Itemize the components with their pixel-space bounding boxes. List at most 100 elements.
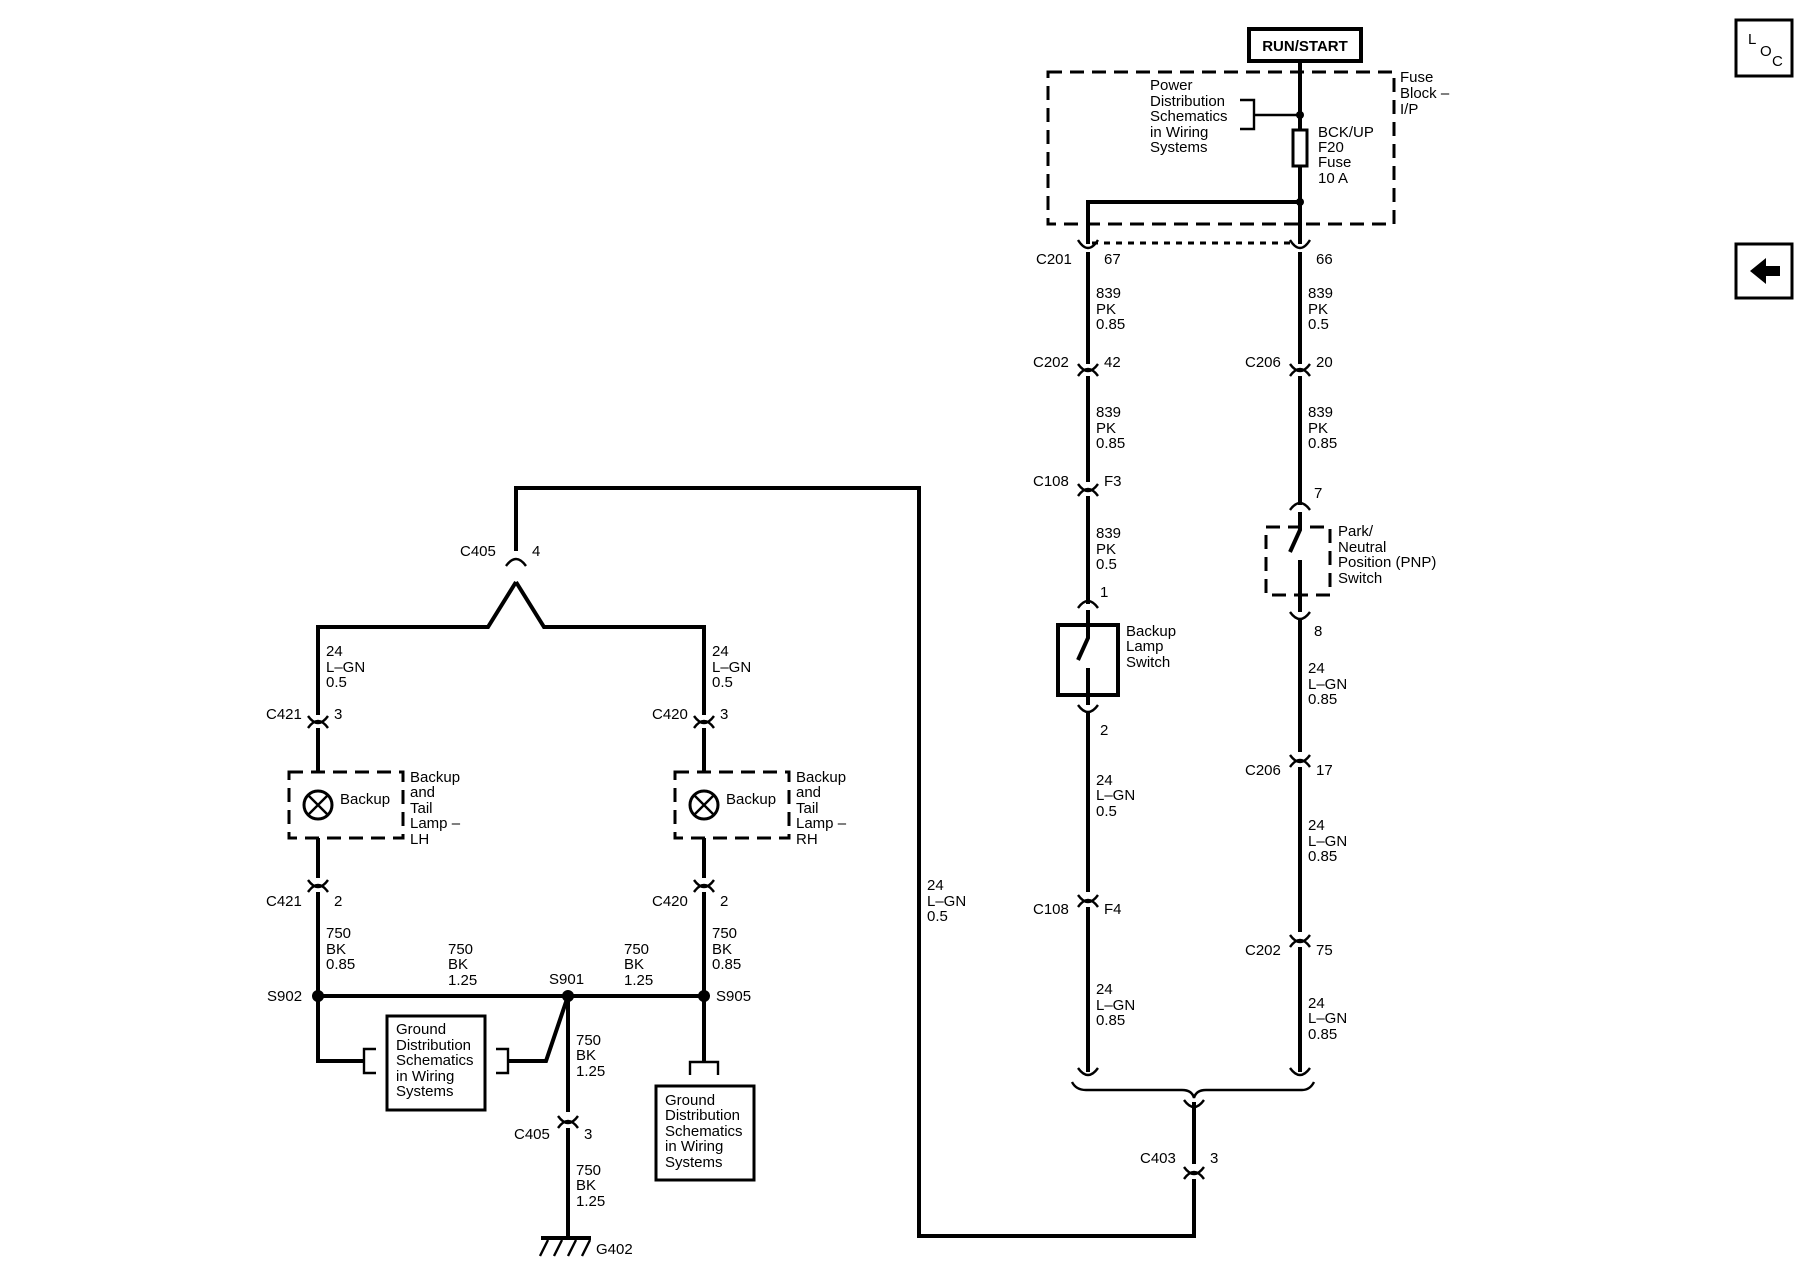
connector-c421-bottom	[307, 879, 329, 893]
c405-bottom-label: C405	[514, 1126, 550, 1143]
wire-24-lgn-05-a: 24 L–GN 0.5	[1096, 772, 1139, 820]
backup-switch-pin-1: 1	[1100, 584, 1108, 601]
wire-24-lgn-085-b: 24 L–GN 0.85	[1308, 817, 1351, 865]
ground-distribution-b	[654, 1084, 756, 1182]
wire-24-lgn-05-lh: 24 L–GN 0.5	[326, 643, 369, 691]
wire-24-lgn-085-d: 24 L–GN 0.85	[1308, 995, 1351, 1043]
c421-bottom-label: C421	[266, 893, 302, 910]
connector-c206-top	[1289, 363, 1311, 377]
c405-top-label: C405	[460, 543, 496, 560]
wire-839-pk-05: 839 PK 0.5	[1308, 285, 1337, 333]
connector-c108-bottom	[1077, 894, 1099, 908]
fuse-block-ip	[1046, 70, 1396, 226]
c108-top-pin: F3	[1104, 473, 1122, 490]
c403-label: C403	[1140, 1150, 1176, 1167]
lamp-lh	[287, 770, 405, 840]
fuse-block-title: Fuse Block – I/P	[1400, 69, 1453, 118]
c405-top-pin: 4	[532, 543, 540, 560]
c206-bottom-label: C206	[1245, 762, 1281, 779]
loc-button[interactable]: L O C	[1734, 18, 1794, 78]
c206-top-label: C206	[1245, 354, 1281, 371]
wire-24-lgn-085-c: 24 L–GN 0.85	[1096, 981, 1139, 1029]
c206-top-pin: 20	[1316, 354, 1333, 371]
connector-c421-top	[307, 715, 329, 729]
connector-c108-top	[1077, 483, 1099, 497]
c421-top-pin: 3	[334, 706, 342, 723]
pnp-switch	[1264, 512, 1332, 612]
c403-pin: 3	[1210, 1150, 1218, 1167]
pnp-pin-8: 8	[1314, 623, 1322, 640]
c201-pin-67: 67	[1104, 251, 1121, 268]
c420-top-label: C420	[652, 706, 688, 723]
c420-top-pin: 3	[720, 706, 728, 723]
c202-left-pin: 42	[1104, 354, 1121, 371]
c108-bottom-label: C108	[1033, 901, 1069, 918]
connector-c405-bottom	[557, 1115, 579, 1129]
c108-bottom-pin: F4	[1104, 901, 1122, 918]
ground-distribution-a	[385, 1014, 487, 1112]
wire-24-lgn-05-rh: 24 L–GN 0.5	[712, 643, 755, 691]
connector-c201-right	[1288, 239, 1312, 250]
backup-lamp-switch	[1056, 610, 1120, 705]
pnp-pin-7: 7	[1314, 485, 1322, 502]
s902-label: S902	[267, 988, 302, 1005]
c202-right-label: C202	[1245, 942, 1281, 959]
lamp-lh-bulb-label: Backup	[340, 791, 390, 808]
c201-label: C201	[1036, 251, 1072, 268]
loc-letter-o: O	[1760, 43, 1772, 60]
wire-839-pk-085-c: 839 PK 0.85	[1308, 404, 1337, 452]
lamp-rh-bulb-label: Backup	[726, 791, 776, 808]
harness-merge	[1070, 1081, 1316, 1099]
backup-switch-pin-2: 2	[1100, 722, 1108, 739]
ground-g402-icon	[538, 1236, 592, 1257]
connector-c206-bottom	[1289, 754, 1311, 768]
loc-letter-c: C	[1772, 53, 1783, 70]
c405-bottom-pin: 3	[584, 1126, 592, 1143]
c202-right-pin: 75	[1316, 942, 1333, 959]
wire-750-bk-125-b: 750 BK 1.25	[624, 941, 653, 989]
s901-label: S901	[549, 971, 584, 988]
c201-pin-66: 66	[1316, 251, 1333, 268]
fuse-f20	[1291, 128, 1309, 168]
run-start-label: RUN/START	[1247, 27, 1363, 63]
connector-c403	[1183, 1166, 1205, 1180]
connector-c420-bottom	[693, 879, 715, 893]
connector-c420-top	[693, 715, 715, 729]
connector-c202-right	[1289, 934, 1311, 948]
fuse-f20-label: BCK/UP F20 Fuse 10 A	[1318, 124, 1378, 187]
wire-750-bk-085-rh: 750 BK 0.85	[712, 925, 741, 973]
ground-distribution-b-label: Ground Distribution Schematics in Wiring…	[665, 1092, 747, 1171]
backup-lamp-switch-label: Backup Lamp Switch	[1126, 623, 1180, 671]
c206-bottom-pin: 17	[1316, 762, 1333, 779]
c420-bottom-label: C420	[652, 893, 688, 910]
c420-bottom-pin: 2	[720, 893, 728, 910]
lamp-rh	[673, 770, 791, 840]
wire-750-bk-125-c: 750 BK 1.25	[576, 1032, 605, 1080]
back-button[interactable]	[1734, 242, 1794, 300]
wire-839-pk-05-b: 839 PK 0.5	[1096, 525, 1125, 573]
wire-839-pk-085: 839 PK 0.85	[1096, 285, 1125, 333]
loc-letter-l: L	[1748, 31, 1756, 48]
wire-750-bk-085-lh: 750 BK 0.85	[326, 925, 355, 973]
connector-c202-left	[1077, 363, 1099, 377]
wire-750-bk-125-a: 750 BK 1.25	[448, 941, 477, 989]
wire-750-bk-125-d: 750 BK 1.25	[576, 1162, 605, 1210]
svg-text:RUN/START: RUN/START	[1262, 38, 1348, 55]
wire-839-pk-085-b: 839 PK 0.85	[1096, 404, 1125, 452]
c202-left-label: C202	[1033, 354, 1069, 371]
connector-c201-left	[1076, 239, 1100, 250]
g402-label: G402	[596, 1241, 633, 1258]
c421-bottom-pin: 2	[334, 893, 342, 910]
ground-distribution-a-label: Ground Distribution Schematics in Wiring…	[396, 1021, 478, 1100]
connector-c405-top	[505, 557, 527, 567]
left-arrow-icon	[1750, 258, 1780, 284]
s905-label: S905	[716, 988, 751, 1005]
wire-24-lgn-05-long: 24 L–GN 0.5	[927, 877, 970, 925]
c108-top-label: C108	[1033, 473, 1069, 490]
lamp-rh-label: Backup and Tail Lamp – RH	[796, 769, 850, 848]
wire-24-lgn-085-a: 24 L–GN 0.85	[1308, 660, 1351, 708]
power-distribution-note: Power Distribution Schematics in Wiring …	[1150, 77, 1232, 156]
lamp-lh-label: Backup and Tail Lamp – LH	[410, 769, 464, 848]
c421-top-label: C421	[266, 706, 302, 723]
